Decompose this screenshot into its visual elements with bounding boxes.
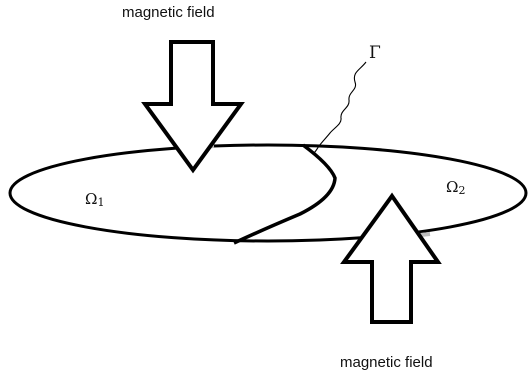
interface-curve — [233, 143, 337, 245]
region-1-label: Ω1 — [85, 190, 104, 209]
boundary-label: Γ — [369, 43, 381, 63]
region-1-index: 1 — [97, 196, 104, 209]
bottom-field-label: magnetic field — [340, 354, 433, 371]
gamma-leader-line — [313, 61, 367, 154]
region-1-symbol: Ω — [85, 190, 97, 208]
top-field-label: magnetic field — [122, 4, 215, 21]
region-2-symbol: Ω — [446, 178, 458, 196]
disk-ellipse — [8, 143, 528, 243]
bottom-arrow — [340, 192, 442, 324]
top-arrow — [141, 40, 245, 174]
region-2-index: 2 — [458, 184, 465, 197]
region-2-label: Ω2 — [446, 178, 465, 197]
